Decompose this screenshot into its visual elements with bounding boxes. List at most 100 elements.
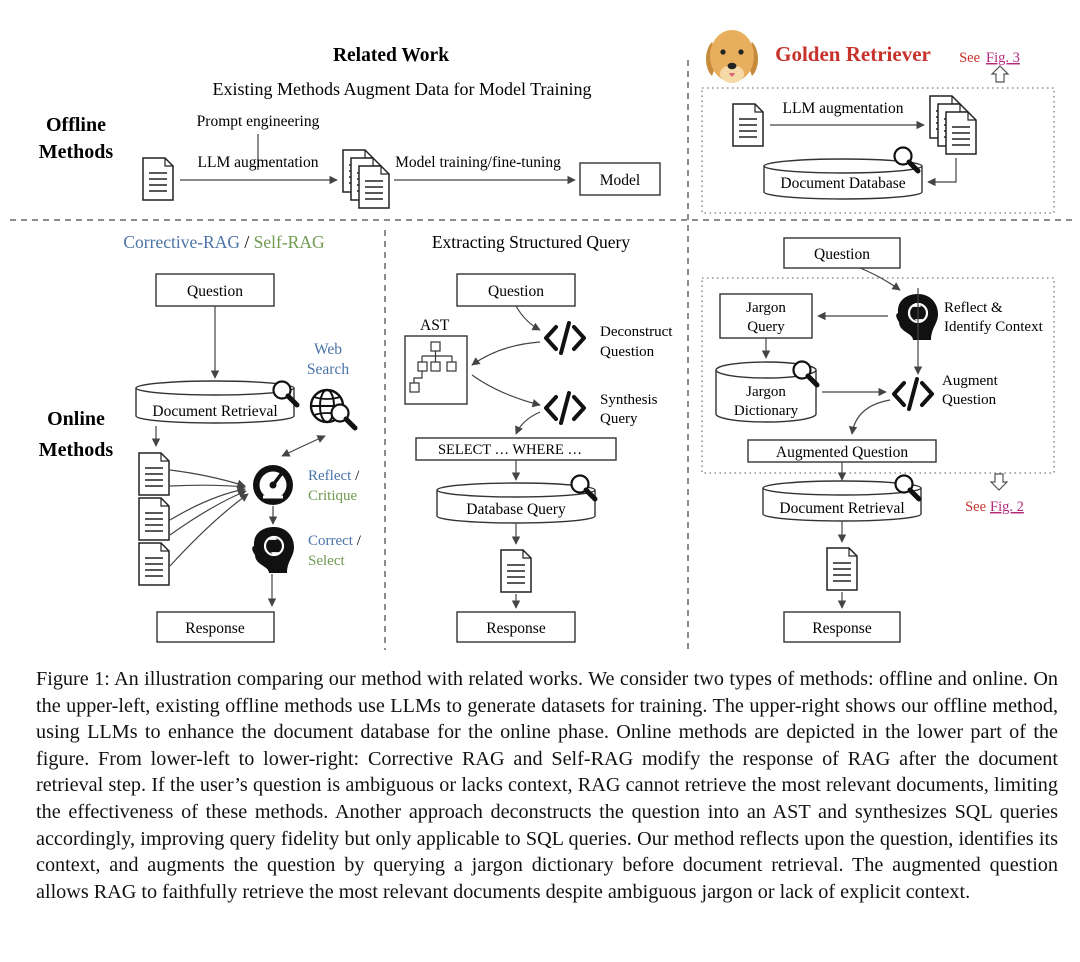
self-rag-title: Self-RAG (254, 232, 325, 252)
doc-to-reflect-arrow (169, 489, 247, 536)
ast-tree-icon (409, 341, 457, 393)
fig3-link[interactable]: Fig. 3 (986, 50, 1020, 66)
document-icon (500, 549, 532, 593)
globe-search-icon (309, 388, 355, 428)
web-search-label-line1: Web (314, 341, 342, 358)
crag-document-retrieval-label: Document Retrieval (152, 403, 277, 420)
figure-caption: Figure 1: An illustration comparing our … (36, 668, 1058, 903)
down-arrow-icon (989, 473, 1009, 491)
code-icon (892, 377, 934, 411)
golden-response-box (783, 611, 901, 643)
synthesis-label-line2: Query (600, 411, 638, 427)
corrective-rag-title: Corrective-RAG (123, 232, 240, 252)
synthesis-label-line1: Synthesis (600, 392, 658, 408)
augment-question-label-line2: Question (942, 392, 997, 408)
database-query-cylinder (436, 482, 596, 524)
online-label-line2: Methods (39, 439, 114, 461)
ast-to-synthesis-arrow (471, 374, 541, 408)
golden-question-label: Question (814, 246, 870, 263)
correct-label: Correct / (308, 533, 362, 549)
jargon-query-label-line1: Jargon (746, 300, 786, 316)
golden-database-arrow (927, 158, 957, 187)
offline-label-line2: Methods (39, 141, 114, 163)
question-to-deconstruct-arrow (515, 305, 541, 331)
golden-question-box (783, 237, 901, 269)
document-stack-icon (945, 111, 977, 155)
sql-label: SELECT … WHERE … (438, 442, 582, 458)
title-slash: / (240, 232, 254, 252)
golden-response-label: Response (812, 620, 872, 637)
golden-retriever-title: Golden Retriever (775, 42, 931, 66)
deconstruct-label-line2: Question (600, 344, 655, 360)
document-icon (732, 103, 764, 147)
model-box (579, 162, 661, 196)
model-label: Model (600, 172, 640, 189)
document-database-cylinder (763, 158, 923, 200)
head-refresh-icon (895, 292, 940, 342)
golden-document-retrieval-cylinder (762, 480, 922, 522)
reflect-label: Reflect / (308, 468, 360, 484)
question-to-reflect-arrow (859, 267, 901, 291)
up-arrow-icon (990, 65, 1010, 83)
ast-label: AST (420, 317, 450, 334)
document-stack-icon (358, 165, 390, 209)
online-label-line1: Online (47, 408, 105, 430)
web-search-link (281, 435, 326, 457)
reflect-text: Reflect (308, 468, 352, 484)
see-fig2-prefix: See (965, 499, 986, 515)
crag-document-retrieval-cylinder (135, 380, 295, 424)
document-database-label: Document Database (780, 175, 905, 192)
jargon-query-box (719, 293, 813, 339)
offline-label-line1: Offline (46, 114, 106, 136)
document-icon (142, 157, 174, 201)
deconstruct-to-ast-arrow (471, 341, 541, 366)
golden-document-retrieval-label: Document Retrieval (779, 500, 904, 517)
select-label: Select (308, 553, 345, 569)
reflect-identify-label-line1: Reflect & (944, 300, 1003, 316)
esq-question-label: Question (488, 283, 544, 300)
golden-online-frame (701, 277, 1055, 474)
augment-to-augmented-question-arrow (848, 399, 891, 435)
critique-label: Critique (308, 488, 358, 504)
esq-response-label: Response (486, 620, 546, 637)
synthesis-to-sql-arrow (515, 411, 541, 435)
related-work-title: Related Work (333, 45, 449, 66)
augment-question-label-line1: Augment (942, 373, 999, 389)
head-refresh-icon (251, 525, 296, 575)
jargon-dictionary-label-line2: Dictionary (734, 403, 799, 419)
reflect-identify-label-line2: Identify Context (944, 319, 1044, 335)
crag-title: Corrective-RAG / Self-RAG (123, 232, 325, 252)
jargon-query-label-line2: Query (747, 319, 785, 335)
prompt-engineering-label: Prompt engineering (197, 113, 320, 130)
document-icon (138, 452, 170, 496)
golden-llm-augmentation-label: LLM augmentation (783, 100, 904, 117)
deconstruct-label-line1: Deconstruct (600, 324, 673, 340)
esq-response-box (456, 611, 576, 643)
document-icon (826, 547, 858, 591)
figure-1: Offline Methods Online Methods Related W… (10, 30, 1075, 650)
figure-diagram: Offline Methods Online Methods Related W… (10, 30, 1075, 650)
augmented-question-label: Augmented Question (776, 444, 908, 461)
correct-text: Correct (308, 533, 354, 549)
crag-question-label: Question (187, 283, 243, 300)
web-search-label-line2: Search (307, 361, 349, 378)
doc-to-reflect-arrow (169, 493, 249, 567)
gauge-icon (253, 465, 293, 505)
jargon-dictionary-label-line1: Jargon (746, 384, 786, 400)
see-fig3-prefix: See (959, 50, 980, 66)
crag-response-box (156, 611, 275, 643)
golden-offline-frame (701, 87, 1055, 214)
llm-augmentation-label: LLM augmentation (198, 154, 319, 171)
golden-retriever-dog-logo (706, 30, 758, 83)
doc-to-reflect-arrow (169, 469, 246, 488)
code-icon (544, 321, 586, 355)
document-icon (138, 497, 170, 541)
document-icon (138, 542, 170, 586)
fig2-link[interactable]: Fig. 2 (990, 499, 1024, 515)
crag-question-box (155, 273, 275, 307)
doc-to-reflect-arrow (169, 482, 246, 491)
database-query-label: Database Query (466, 501, 566, 518)
jargon-dictionary-cylinder (715, 361, 817, 423)
related-work-subtitle: Existing Methods Augment Data for Model … (213, 79, 592, 99)
code-icon (544, 391, 586, 425)
